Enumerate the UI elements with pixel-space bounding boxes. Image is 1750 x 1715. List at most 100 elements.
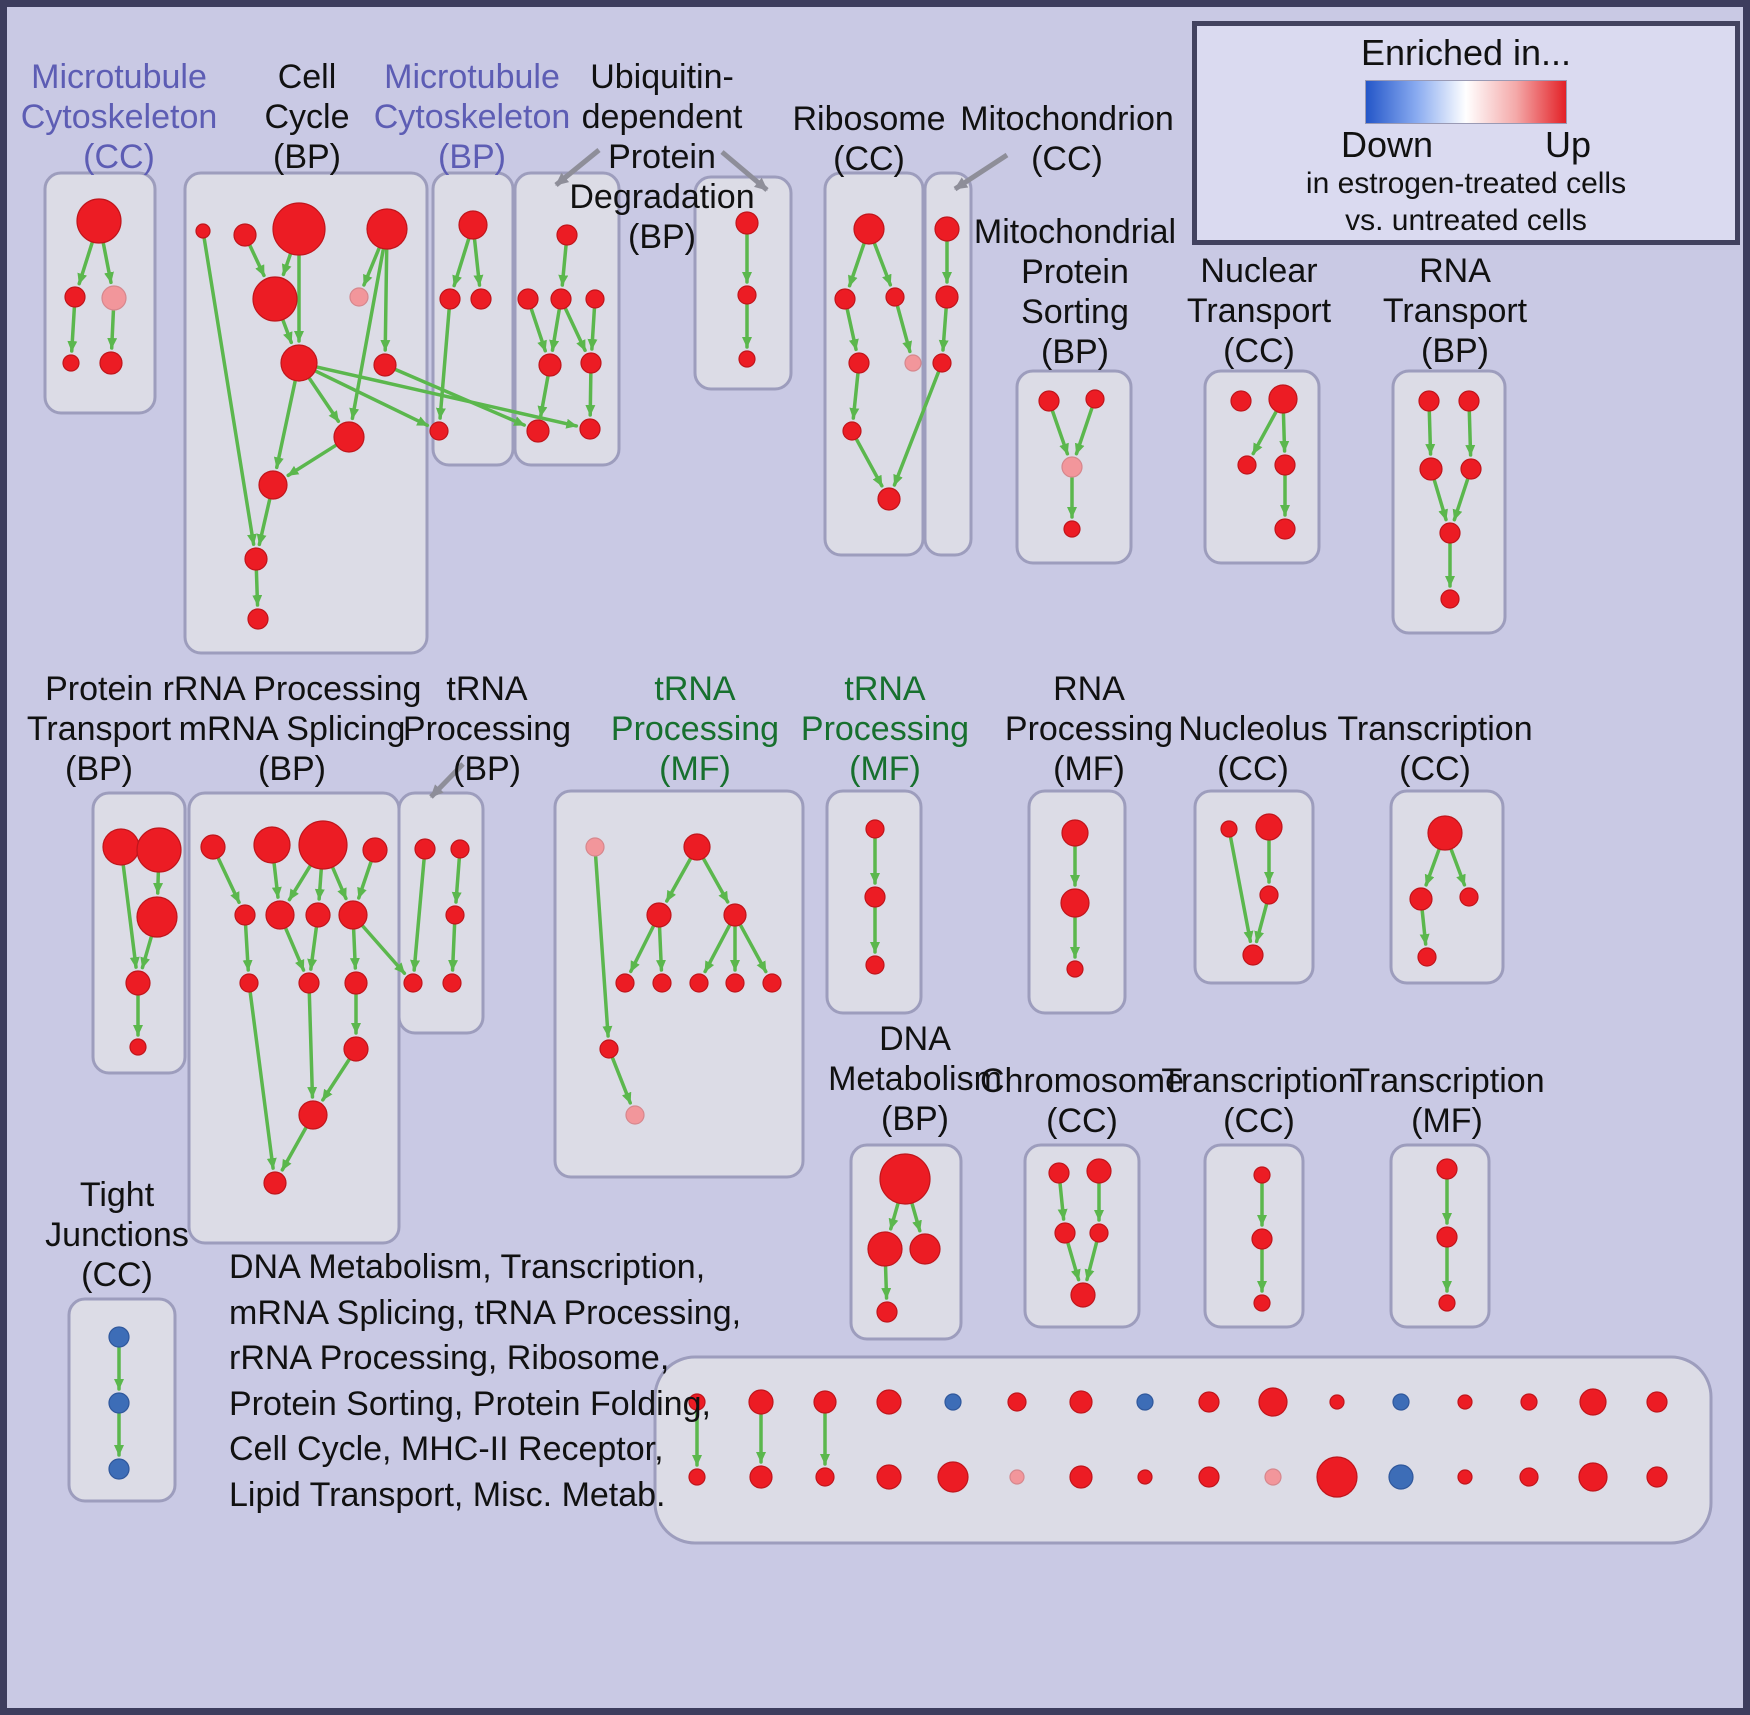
go-term-node-mc3 [101, 285, 127, 311]
cluster-box-transcription-cc-1 [1389, 789, 1505, 985]
go-term-node-tj3 [108, 1458, 130, 1480]
edge-rb6-rb7 [855, 438, 884, 488]
go-term-node-mt2 [935, 285, 959, 309]
go-term-node-tn3 [865, 955, 885, 975]
cluster-label-mitochondrion: Mitochondrion (CC) [960, 100, 1174, 179]
cluster-box-microtubule-bp [431, 171, 515, 467]
edge-pt1-pt4 [121, 864, 140, 969]
edge-rb4-rb6 [849, 372, 860, 420]
go-term-node-nc1 [1220, 820, 1238, 838]
go-term-node-tm6 [652, 973, 672, 993]
cluster-box-trna-bp [397, 791, 485, 1035]
go-term-node-st5 [944, 1393, 962, 1411]
edge-cc5-cc7 [281, 318, 294, 345]
edge-tc1-tc2 [1424, 848, 1441, 887]
go-term-node-rb5 [904, 354, 922, 372]
go-term-node-nt2 [1268, 384, 1298, 414]
cluster-label-chromosome: Chromosome (CC) [979, 1062, 1185, 1141]
go-term-node-mc1 [76, 198, 122, 244]
go-term-node-rr5 [234, 904, 256, 926]
edge-mt2-mt3 [938, 307, 949, 352]
go-term-node-tm5 [615, 973, 635, 993]
cluster-box-microtubule-cc [43, 171, 157, 415]
edge-ub2-ub5 [529, 307, 548, 353]
go-term-node-ub5 [538, 353, 562, 377]
go-term-node-st2 [748, 1389, 774, 1415]
go-term-node-st3 [813, 1390, 837, 1414]
edge-rr9-rr14 [248, 991, 277, 1170]
go-term-node-rr7 [305, 902, 331, 928]
edge-cc7-mb4 [314, 369, 430, 428]
go-term-node-rb7 [877, 487, 901, 511]
go-term-node-ut1 [735, 211, 759, 235]
edge-tb1-tb4 [410, 858, 426, 972]
edge-rr6-rr10 [284, 927, 306, 972]
edge-cc4-cc6 [362, 246, 381, 287]
go-term-node-nc4 [1242, 944, 1264, 966]
edge-rr10-rr13 [307, 992, 318, 1099]
label-pointer-arrow-1 [554, 148, 601, 187]
edge-tm3-tm6 [655, 926, 666, 972]
cluster-label-rna-transport: RNA Transport (BP) [1382, 252, 1528, 371]
go-term-node-tf2 [1436, 1226, 1458, 1248]
go-term-node-sb16 [1646, 1466, 1668, 1488]
edge-cc3-cc5 [281, 252, 292, 277]
go-term-node-cc3 [272, 202, 326, 256]
go-term-node-rt4 [1460, 458, 1482, 480]
edge-ub6-ub8 [585, 372, 596, 417]
cluster-label-microtubule-bp: Microtubule Cytoskeleton (BP) [373, 58, 571, 177]
go-term-node-pt5 [129, 1038, 147, 1056]
go-term-node-st11 [1329, 1394, 1345, 1410]
edge-cc9-cc10 [286, 443, 338, 478]
go-term-node-sb15 [1578, 1462, 1608, 1492]
go-term-node-ch5 [1070, 1282, 1096, 1308]
go-term-node-tb5 [442, 973, 462, 993]
edge-dm2-dm4 [881, 1265, 892, 1300]
go-term-node-sb14 [1519, 1467, 1539, 1487]
go-term-node-st13 [1457, 1394, 1473, 1410]
go-term-node-nt4 [1274, 454, 1296, 476]
go-term-node-pt3 [136, 896, 178, 938]
go-term-node-tm10 [599, 1039, 619, 1059]
go-term-node-rr14 [263, 1171, 287, 1195]
go-term-node-tc4 [1417, 947, 1437, 967]
cluster-box-mixed-strip [653, 1355, 1713, 1545]
go-term-node-cc10 [258, 470, 288, 500]
go-term-node-sb5 [937, 1461, 969, 1493]
go-term-node-rb6 [842, 421, 862, 441]
go-term-node-rb4 [848, 352, 870, 374]
edge-rr2-rr6 [271, 862, 282, 899]
nodes-layer [62, 198, 1668, 1498]
go-term-node-cc5 [252, 276, 298, 322]
edge-mc1-mc2 [77, 241, 94, 286]
go-network-diagram [43, 148, 1713, 1545]
go-term-node-rr2 [253, 826, 291, 864]
go-term-node-rb3 [885, 287, 905, 307]
edge-tm2-tm4 [702, 857, 730, 904]
edge-ms1-ms3 [1050, 409, 1070, 456]
go-term-node-mc2 [64, 286, 86, 308]
edge-cc1-cc11 [202, 237, 257, 546]
go-term-node-nc2 [1255, 813, 1283, 841]
edge-rb3-rb5 [895, 304, 913, 354]
go-term-node-tb3 [445, 905, 465, 925]
edge-rr12-rr13 [321, 1058, 351, 1102]
go-term-node-ch4 [1089, 1223, 1109, 1243]
go-term-node-st1 [688, 1393, 706, 1411]
go-term-node-mb3 [470, 288, 492, 310]
go-term-node-rr1 [200, 834, 226, 860]
legend-title: Enriched in... [1360, 32, 1572, 73]
go-term-node-ub6 [580, 352, 602, 374]
go-term-node-rr12 [343, 1036, 369, 1062]
go-term-node-tm1 [585, 837, 605, 857]
go-term-node-st16 [1646, 1391, 1668, 1413]
edge-cc10-cc11 [256, 497, 272, 547]
go-term-node-rr3 [298, 820, 348, 870]
edge-rr4-rr8 [357, 860, 373, 900]
go-term-node-rr9 [239, 973, 259, 993]
go-term-node-rr13 [298, 1100, 328, 1130]
go-term-node-rp1 [1061, 819, 1089, 847]
go-term-node-dm4 [876, 1301, 898, 1323]
cluster-label-trna-mf-1: tRNA Processing (MF) [610, 670, 780, 789]
go-term-node-tc2 [1409, 887, 1433, 911]
